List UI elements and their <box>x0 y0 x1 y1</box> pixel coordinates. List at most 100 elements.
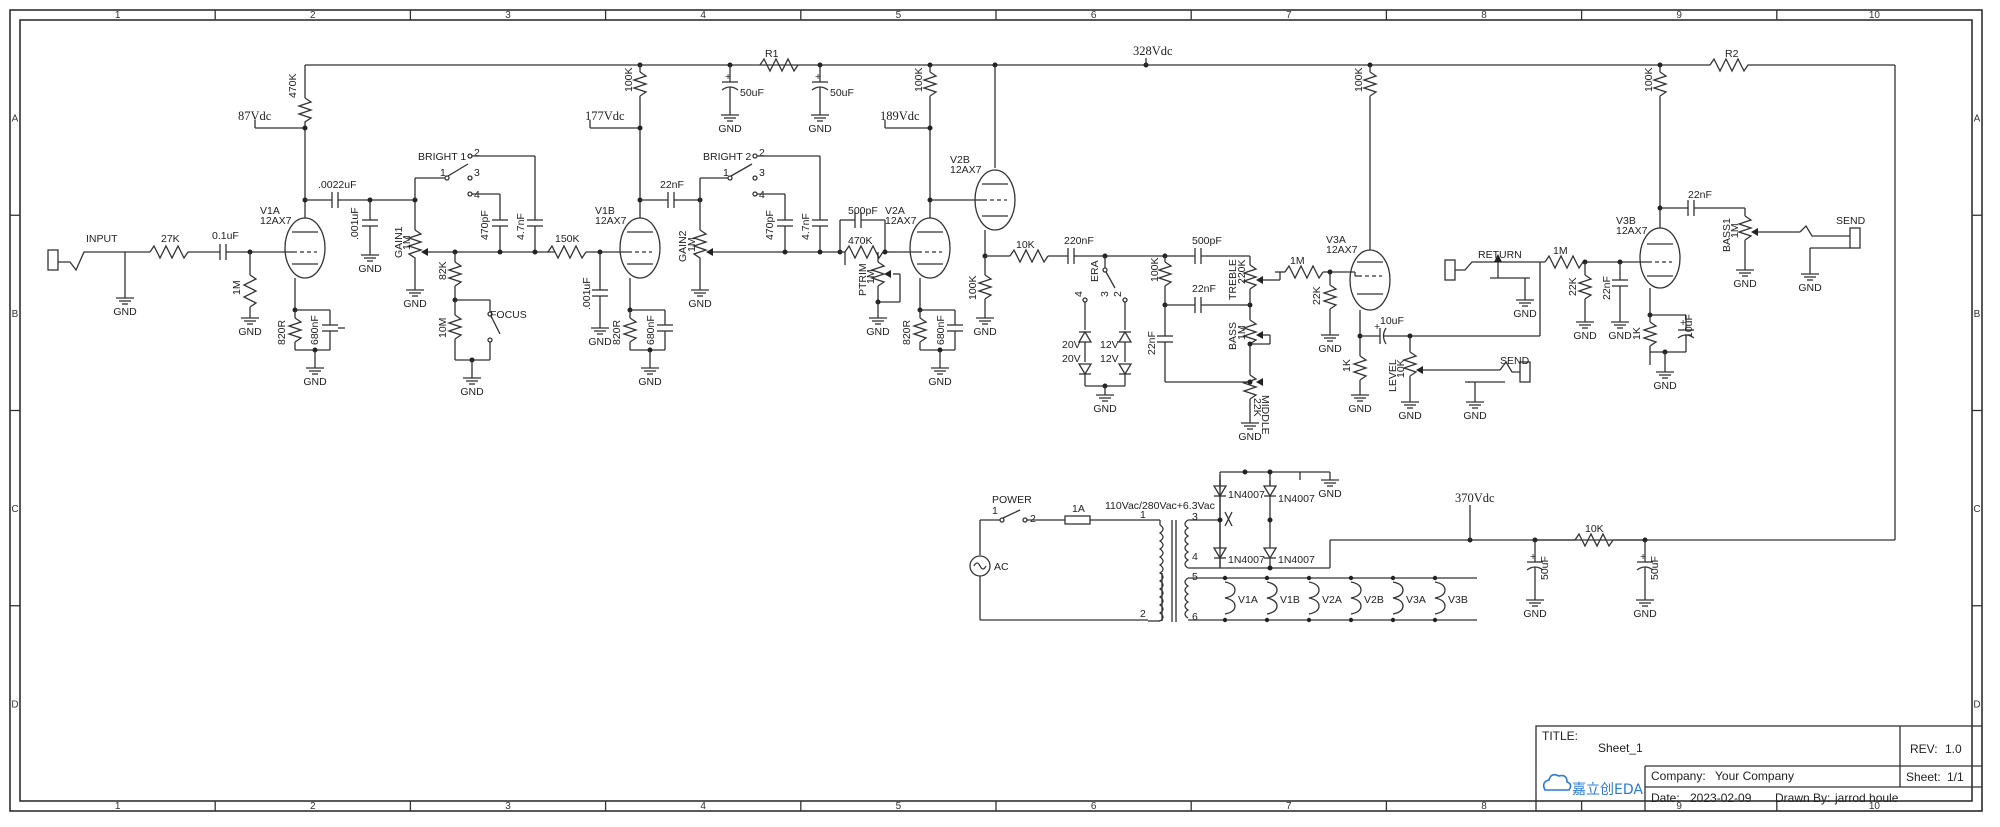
ground-icon: GND <box>1318 334 1342 355</box>
svg-text:4: 4 <box>1073 291 1085 297</box>
column-marker-top: 4 <box>700 10 706 21</box>
r1-label: R1 <box>765 48 779 60</box>
return-jack-icon <box>1444 259 1456 281</box>
cap-500pf-label: 500pF <box>848 205 878 217</box>
svg-text:1: 1 <box>1140 509 1146 521</box>
row-marker-right: A <box>1974 114 1981 125</box>
column-marker-top: 10 <box>1869 10 1881 21</box>
resistor-27k-label: 27K <box>161 233 180 245</box>
level-value: 10K <box>1395 359 1407 378</box>
ground-icon: GND <box>638 367 662 388</box>
ground-label: GND <box>238 326 262 338</box>
diode-12v-1-label: 12V <box>1100 339 1119 351</box>
tone-stack: 500pF 100K 22nF 22nF TREBLE 220K BASS 1M <box>1146 235 1355 435</box>
fuse-label: 1A <box>1072 503 1085 515</box>
sheet-title: Sheet_1 <box>1598 741 1643 755</box>
ground-icon: GND <box>1573 321 1597 342</box>
column-marker-top: 1 <box>115 10 121 21</box>
diode-20v-1-label: 20V <box>1062 339 1081 351</box>
ground-label: GND <box>688 298 712 310</box>
ground-icon: GND <box>1093 394 1117 415</box>
send-jack-1-icon <box>1519 361 1531 383</box>
resistor-820r-label: 820R <box>276 319 288 345</box>
cap-10uf-a-label: 10uF <box>1380 315 1404 327</box>
resistor-100k-g-label: 100K <box>1643 67 1655 92</box>
ground-icon: GND <box>973 317 997 338</box>
resistor-1k-b-label: 1K <box>1631 327 1643 340</box>
sheet-label: Sheet: <box>1906 770 1941 784</box>
v3b-label: V3B <box>1616 215 1636 227</box>
ground-label: GND <box>403 298 427 310</box>
input-jack-icon <box>47 249 59 271</box>
title-label: TITLE: <box>1542 729 1578 743</box>
transformer-label: 110Vac/280Vac+6.3Vac <box>1105 500 1215 512</box>
svg-text:4: 4 <box>474 189 480 201</box>
cap-47nf-1-label: 4.7nF <box>515 213 527 240</box>
tube-v2a-icon <box>909 217 951 279</box>
voltage-328-tag: 328Vdc <box>1133 44 1173 65</box>
voltage-87vdc: 87Vdc <box>238 109 272 123</box>
era-clipper: 220nF ERA 4 2 3 20V 20V 12V 12V <box>1062 235 1165 395</box>
svg-text:6: 6 <box>1192 611 1198 623</box>
ground-icon: GND <box>1318 479 1342 500</box>
ground-icon: GND <box>303 367 327 388</box>
svg-text:+: + <box>815 71 821 83</box>
resistor-82k-label: 82K <box>437 261 449 280</box>
v3a-type: 12AX7 <box>1326 244 1358 256</box>
ground-icon: GND <box>1238 422 1262 443</box>
ground-icon: GND <box>588 327 612 348</box>
cap-22nf-t-label: 22nF <box>1192 283 1216 295</box>
v2a-type: 12AX7 <box>885 215 917 227</box>
date-value: 2023-02-09 <box>1690 791 1752 805</box>
rev-label: REV: <box>1910 742 1938 756</box>
resistor-1k-a-label: 1K <box>1341 359 1353 372</box>
bass1-value: 1M <box>1729 223 1741 238</box>
ground-icon: GND <box>866 317 890 338</box>
svg-text:2: 2 <box>1030 513 1036 525</box>
resistor-22k-a-label: 22K <box>1311 286 1323 305</box>
v1a-label: V1A <box>260 205 280 217</box>
ground-label: GND <box>1238 431 1262 443</box>
gain1-label: GAIN1 <box>393 226 405 258</box>
tube-v3a-icon <box>1349 249 1391 311</box>
svg-text:+: + <box>1680 317 1686 329</box>
treble-label: TREBLE <box>1227 259 1239 300</box>
column-marker-top: 8 <box>1481 10 1487 21</box>
ground-label: GND <box>113 306 137 318</box>
heater-label: V2A <box>1322 594 1342 606</box>
date-label: Date: <box>1651 791 1680 805</box>
ground-icon: GND <box>1653 371 1677 392</box>
ground-label: GND <box>1653 380 1677 392</box>
transformer-primary-icon <box>1158 524 1164 622</box>
cap-22nf-c-label: 22nF <box>1688 189 1712 201</box>
column-marker-bottom: 6 <box>1091 801 1097 812</box>
column-marker-bottom: 8 <box>1481 801 1487 812</box>
ground-label: GND <box>1093 403 1117 415</box>
heater-label: V3A <box>1406 594 1426 606</box>
resistor-100k-b-label: 100K <box>623 67 635 92</box>
cap-680nf-2-label: 680nF <box>645 315 657 345</box>
cap-22nf-1-label: 22nF <box>660 179 684 191</box>
r2: R2 <box>1709 48 1770 73</box>
column-marker-bottom: 7 <box>1286 801 1292 812</box>
gain2-label: GAIN2 <box>677 230 689 262</box>
row-marker-right: B <box>1974 309 1981 320</box>
svg-text:2: 2 <box>759 147 765 159</box>
r1-filter: R1 + 50uF + 50uF <box>721 48 854 115</box>
svg-text:+: + <box>1640 551 1646 563</box>
resistor-820r-3-label: 820R <box>901 319 913 345</box>
column-marker-bottom: 9 <box>1676 801 1682 812</box>
resistor-1m-label: 1M <box>231 280 243 295</box>
row-marker-right: D <box>1973 699 1980 710</box>
ground-label: GND <box>1573 330 1597 342</box>
column-marker-bottom: 2 <box>310 801 316 812</box>
ground-label: GND <box>1513 308 1537 320</box>
ground-icon: GND <box>1633 599 1657 620</box>
bass-label: BASS <box>1227 322 1239 350</box>
column-marker-top: 3 <box>505 10 511 21</box>
ground-label: GND <box>638 376 662 388</box>
svg-text:3: 3 <box>1192 511 1198 523</box>
cap-500pf-t-label: 500pF <box>1192 235 1222 247</box>
voltage-189vdc: 189Vdc <box>880 109 920 123</box>
